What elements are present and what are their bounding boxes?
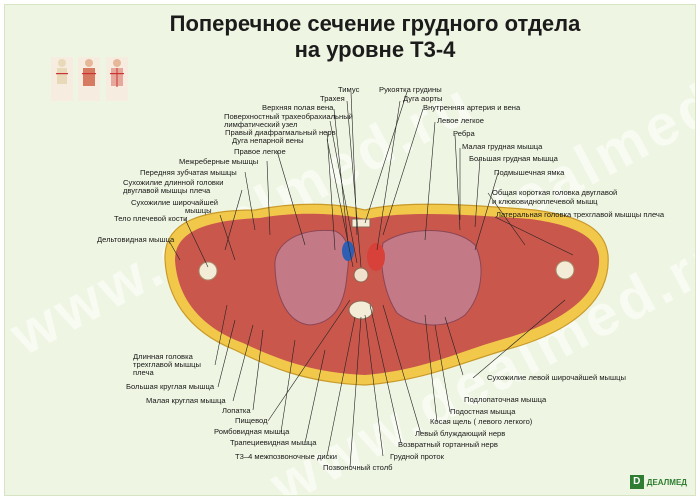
label-intervertebral-discs: Т3–4 межпозвоночные диски: [235, 452, 337, 461]
title-line-2: на уровне Т3-4: [294, 37, 456, 62]
label-ribs: Ребра: [453, 129, 475, 138]
label-pectoralis-major: Большая грудная мышца: [469, 154, 558, 163]
label-deltoid: Дельтовидная мышца: [97, 235, 175, 244]
label-internal-artery-vein: Внутренняя артерия и вена: [423, 103, 521, 112]
cross-section-illustration: [164, 91, 609, 468]
label-humerus-body: Тело плечевой кости: [114, 214, 188, 223]
label-left-vagus-nerve: Левый блуждающий нерв: [415, 429, 506, 438]
label-latissimus-tendon-1: Сухожилие широчайшей: [131, 198, 219, 207]
anatomy-poster: www.dealmed.ru www.dealmed.ru www.dealme…: [4, 4, 696, 496]
title-line-1: Поперечное сечение грудного отдела: [169, 11, 581, 36]
right-lung: [274, 229, 349, 326]
label-latissimus-tendon-2: мышцы: [185, 206, 212, 215]
label-rhomboid: Ромбовидная мышца: [214, 427, 290, 436]
label-trachea: Трахея: [320, 94, 345, 103]
label-lymph-node-1: Поверхностный трахеобрахиальный: [224, 112, 353, 121]
label-vertebral-column: Позвоночный столб: [323, 463, 393, 472]
label-axillary-fossa: Подмышечная ямка: [494, 168, 565, 177]
label-trapezius: Трапециевидная мышца: [230, 438, 317, 447]
label-manubrium: Рукоятка грудины: [379, 85, 442, 94]
publisher-logo: D ДЕАЛМЕД: [629, 475, 687, 489]
label-azygos-arch: Дуга непарной вены: [232, 136, 304, 145]
humerus-right: [198, 261, 218, 281]
left-lung: [381, 230, 482, 326]
vertebra: [348, 300, 374, 320]
label-subscapularis: Подлопаточная мышца: [464, 395, 547, 404]
logo-text: ДЕАЛМЕД: [646, 477, 687, 487]
label-right-phrenic-nerve: Правый диафрагмальный нерв: [225, 128, 336, 137]
label-superior-vena-cava: Верхняя полая вена: [262, 103, 334, 112]
sternum: [351, 218, 371, 228]
leader-lines: [168, 91, 574, 468]
label-short-head-biceps-2: и клювовидноплечевой мышц: [492, 197, 598, 206]
label-short-head-biceps-1: Общая короткая головка двуглавой: [492, 188, 618, 197]
label-recurrent-laryngeal-nerve: Возвратный гортанный нерв: [398, 440, 498, 449]
label-teres-minor: Малая круглая мышца: [146, 396, 226, 405]
label-right-lung: Правое легкое: [234, 147, 286, 156]
label-thymus: Тимус: [338, 85, 360, 94]
label-scapula: Лопатка: [222, 406, 251, 415]
vessels-thumbnail: [105, 57, 128, 101]
logo-icon: D: [629, 475, 644, 489]
label-esophagus: Пищевод: [235, 416, 268, 425]
label-left-latissimus-tendon: Сухожилие левой широчайшей мышцы: [487, 373, 626, 382]
orientation-thumbnails: [51, 57, 129, 106]
label-oblique-fissure: Косая щель ( левого легкого): [430, 417, 533, 426]
label-long-head-triceps-3: плеча: [133, 368, 154, 377]
label-long-head-triceps-2: трехглавой мышцы: [133, 360, 201, 369]
humerus-left: [555, 260, 575, 280]
label-serratus-anterior: Передняя зубчатая мышцы: [140, 168, 237, 177]
label-pectoralis-minor: Малая грудная мышца: [462, 142, 543, 151]
poster-title: Поперечное сечение грудного отдела на ур…: [105, 11, 645, 63]
label-aortic-arch: Дуга аорты: [403, 94, 443, 103]
organs-thumbnail: [78, 57, 101, 101]
label-lateral-head-triceps: Латеральная головка трехглавой мышцы пле…: [496, 210, 665, 219]
label-intercostal-muscles: Межреберные мышцы: [179, 157, 259, 166]
label-long-head-biceps-tendon-2: двуглавой мышцы плеча: [123, 186, 211, 195]
label-teres-major: Большая круглая мышца: [126, 382, 215, 391]
label-thoracic-duct: Грудной проток: [390, 452, 444, 461]
trachea: [353, 267, 369, 283]
superior-vena-cava: [342, 241, 354, 261]
label-long-head-triceps-1: Длинная головка: [133, 352, 193, 361]
label-infraspinatus: Подостная мышца: [450, 407, 516, 416]
label-long-head-biceps-tendon-1: Сухожилие длинной головки: [123, 178, 224, 187]
skeleton-thumbnail: [51, 57, 73, 101]
label-lymph-node-2: лимфатический узел: [224, 120, 298, 129]
aorta: [367, 243, 385, 271]
label-left-lung: Левое легкое: [437, 116, 484, 125]
